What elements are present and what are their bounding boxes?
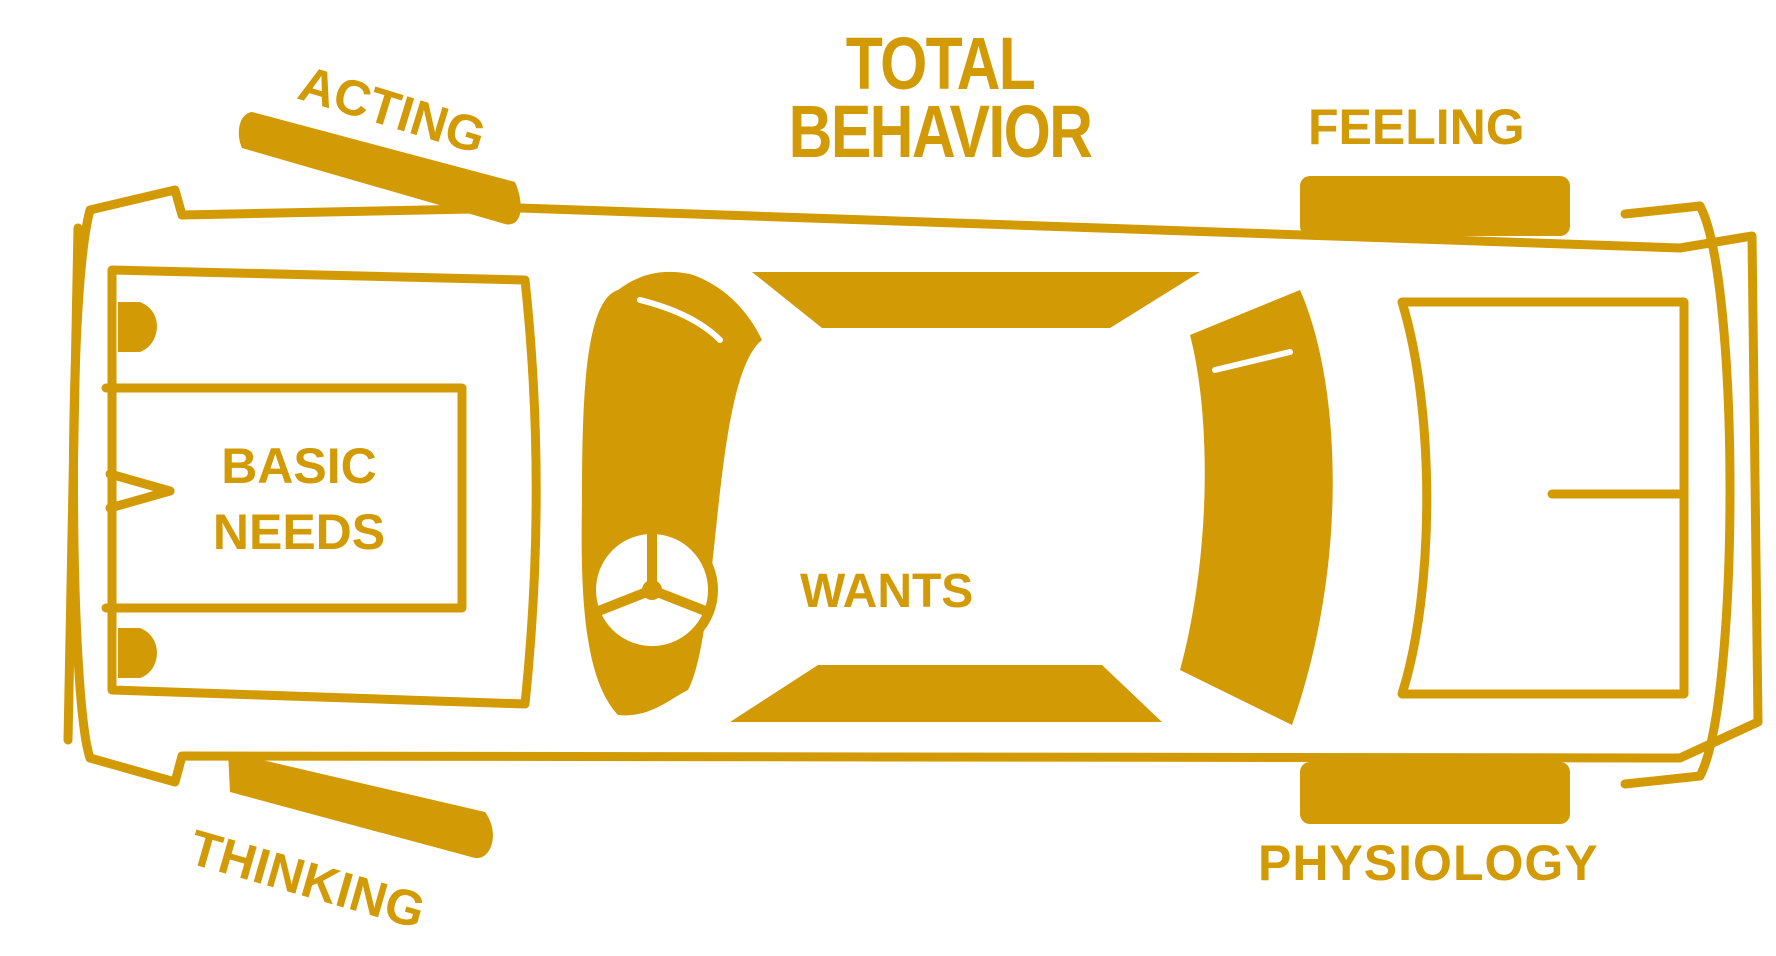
headlight-top	[118, 302, 157, 352]
title-line-1: TOTAL	[776, 30, 1104, 98]
title-line-2: BEHAVIOR	[776, 98, 1104, 166]
wheel-label-physiology: PHYSIOLOGY	[1258, 838, 1599, 888]
bottom-side-window	[730, 665, 1162, 722]
wheel-physiology	[1300, 762, 1570, 824]
steering-label: WANTS	[800, 568, 973, 616]
diagram-title: TOTAL BEHAVIOR	[776, 30, 1104, 166]
rear-window	[1180, 290, 1333, 725]
engine-label-line-1: BASIC	[196, 433, 402, 499]
grille-arrow	[110, 474, 170, 508]
engine-label: BASIC NEEDS	[196, 433, 402, 565]
top-side-window	[752, 272, 1200, 328]
wheel-label-feeling: FEELING	[1308, 102, 1525, 152]
wheel-feeling	[1300, 176, 1570, 236]
engine-label-line-2: NEEDS	[196, 499, 402, 565]
headlight-bottom	[118, 628, 157, 678]
steering-wheel	[591, 528, 713, 651]
